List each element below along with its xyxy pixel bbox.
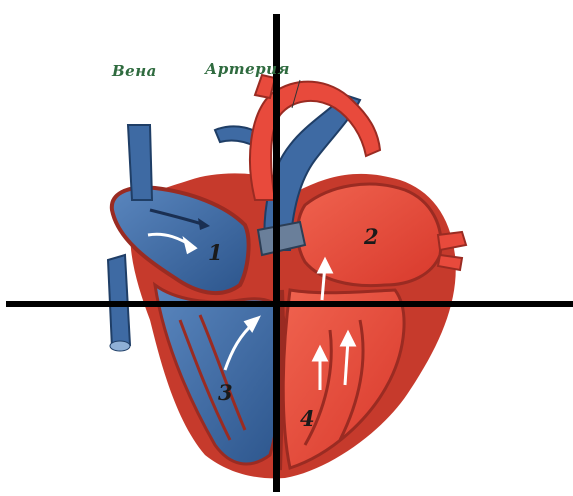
chamber-label-2: 2	[364, 224, 379, 249]
chamber-label-4: 4	[300, 406, 315, 431]
inferior-vena-cava-opening	[110, 341, 130, 351]
vein-label: Вена	[112, 62, 157, 80]
crosshair-horizontal	[6, 301, 573, 307]
chamber-label-1: 1	[208, 240, 223, 265]
superior-vena-cava	[128, 125, 152, 200]
crosshair-vertical	[273, 14, 280, 492]
artery-label: Артерия	[205, 60, 290, 78]
chamber-label-3: 3	[218, 380, 233, 405]
